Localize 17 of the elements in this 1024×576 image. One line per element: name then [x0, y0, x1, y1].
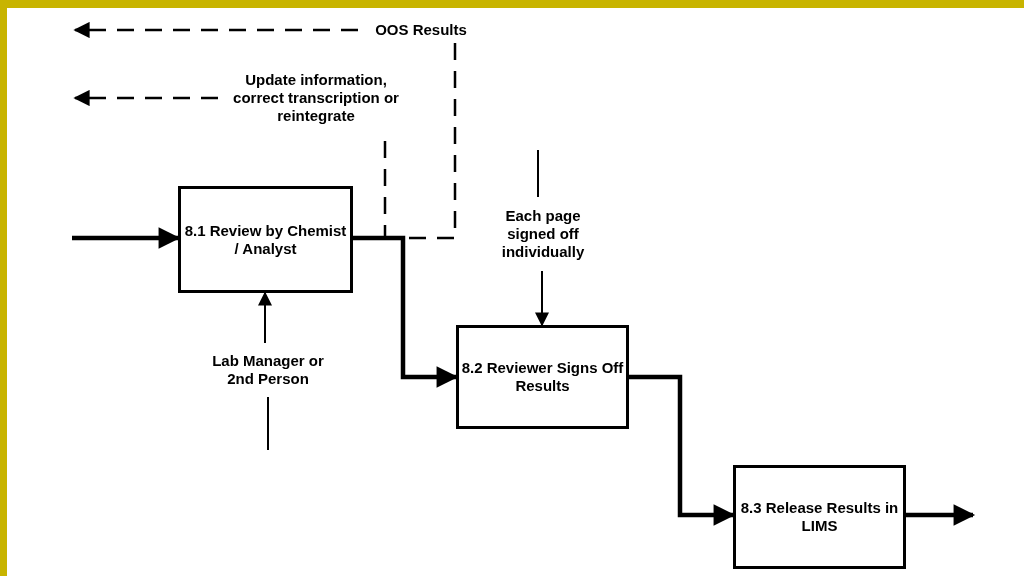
arrow	[535, 270, 549, 327]
arrow	[73, 89, 218, 107]
process-box	[733, 465, 906, 569]
annotation-text: Each page signed off individually	[484, 197, 602, 271]
process-box	[456, 325, 629, 429]
annotation-text: OOS Results	[358, 18, 484, 42]
process-label: 8.3 Release Results in LIMS	[739, 499, 900, 535]
connector-line	[267, 396, 269, 451]
annotation-text: Lab Manager or 2nd Person	[198, 343, 338, 397]
process-label: 8.1 Review by Chemist / Analyst	[183, 221, 348, 258]
process-box	[178, 186, 353, 293]
arrow	[73, 21, 358, 39]
arrow	[258, 291, 272, 344]
process-label: 8.2 Reviewer Signs Off Results	[460, 359, 625, 395]
connector-line	[537, 149, 539, 198]
annotation-text: Update information, correct transcription or reintegrate	[218, 63, 414, 133]
arrow	[906, 504, 976, 526]
